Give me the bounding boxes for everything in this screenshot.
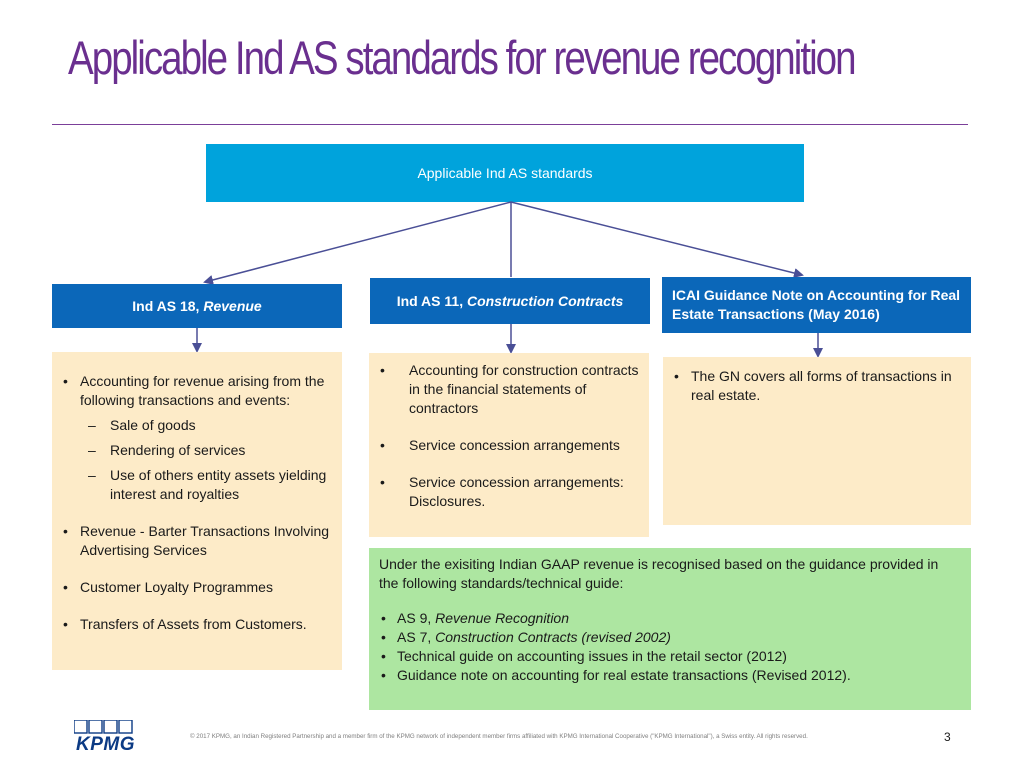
list-item: Revenue - Barter Transactions Involving … xyxy=(60,522,334,560)
slide-title: Applicable Ind AS standards for revenue … xyxy=(68,31,857,84)
list-item: Service concession arrangements xyxy=(377,436,641,455)
list-item: Customer Loyalty Programmes xyxy=(60,578,334,597)
kpmg-logo-icon xyxy=(74,720,133,734)
ind-as-18-content: Accounting for revenue arising from the … xyxy=(52,352,342,670)
applicable-standards-box: Applicable Ind AS standards xyxy=(206,144,804,202)
sub-list-item: Rendering of services xyxy=(60,441,334,460)
ind-as-18-header-italic: Revenue xyxy=(203,298,262,314)
gaap-item-italic: Revenue Recognition xyxy=(435,610,570,626)
ind-as-18-header-prefix: Ind AS 18, xyxy=(132,298,204,314)
page-number: 3 xyxy=(944,730,951,744)
ind-as-11-header: Ind AS 11, Construction Contracts xyxy=(370,278,650,324)
kpmg-logo-text: KPMG xyxy=(76,734,135,755)
ind-as-11-header-italic: Construction Contracts xyxy=(466,293,624,309)
ind-as-18-header: Ind AS 18, Revenue xyxy=(52,284,342,328)
list-item: The GN covers all forms of transactions … xyxy=(671,367,963,405)
arrow-to-ind-as-18 xyxy=(203,201,512,285)
list-item: Accounting for revenue arising from the … xyxy=(60,372,334,410)
gaap-list-item: AS 7, Construction Contracts (revised 20… xyxy=(379,628,961,647)
sub-list-item: Sale of goods xyxy=(60,416,334,435)
gaap-item-prefix: AS 7, xyxy=(397,629,436,645)
indian-gaap-intro: Under the exisiting Indian GAAP revenue … xyxy=(379,556,939,591)
gaap-list-item: Guidance note on accounting for real est… xyxy=(379,666,961,685)
list-item: Transfers of Assets from Customers. xyxy=(60,615,334,634)
gaap-item-prefix: Technical guide on accounting issues in … xyxy=(397,648,787,664)
gaap-item-prefix: AS 9, xyxy=(397,610,436,626)
arrow-to-icai-guidance xyxy=(510,201,804,278)
icai-guidance-header-label: ICAI Guidance Note on Accounting for Rea… xyxy=(672,287,961,322)
applicable-standards-label: Applicable Ind AS standards xyxy=(417,165,593,181)
title-divider xyxy=(52,124,968,125)
sub-list-item: Use of others entity assets yielding int… xyxy=(60,466,334,504)
gaap-item-italic: Construction Contracts (revised 2002) xyxy=(435,629,671,645)
list-item: Accounting for construction contracts in… xyxy=(377,361,641,418)
list-item: Service concession arrangements: Disclos… xyxy=(377,473,641,511)
copyright-footer: © 2017 KPMG, an Indian Registered Partne… xyxy=(190,733,808,740)
ind-as-11-header-prefix: Ind AS 11, xyxy=(396,293,467,309)
indian-gaap-box: Under the exisiting Indian GAAP revenue … xyxy=(369,548,971,710)
gaap-list-item: AS 9, Revenue Recognition xyxy=(379,609,961,628)
icai-guidance-content: The GN covers all forms of transactions … xyxy=(663,357,971,525)
icai-guidance-header: ICAI Guidance Note on Accounting for Rea… xyxy=(662,277,971,333)
gaap-list-item: Technical guide on accounting issues in … xyxy=(379,647,961,666)
ind-as-11-content: Accounting for construction contracts in… xyxy=(369,353,649,537)
gaap-item-prefix: Guidance note on accounting for real est… xyxy=(397,667,851,683)
